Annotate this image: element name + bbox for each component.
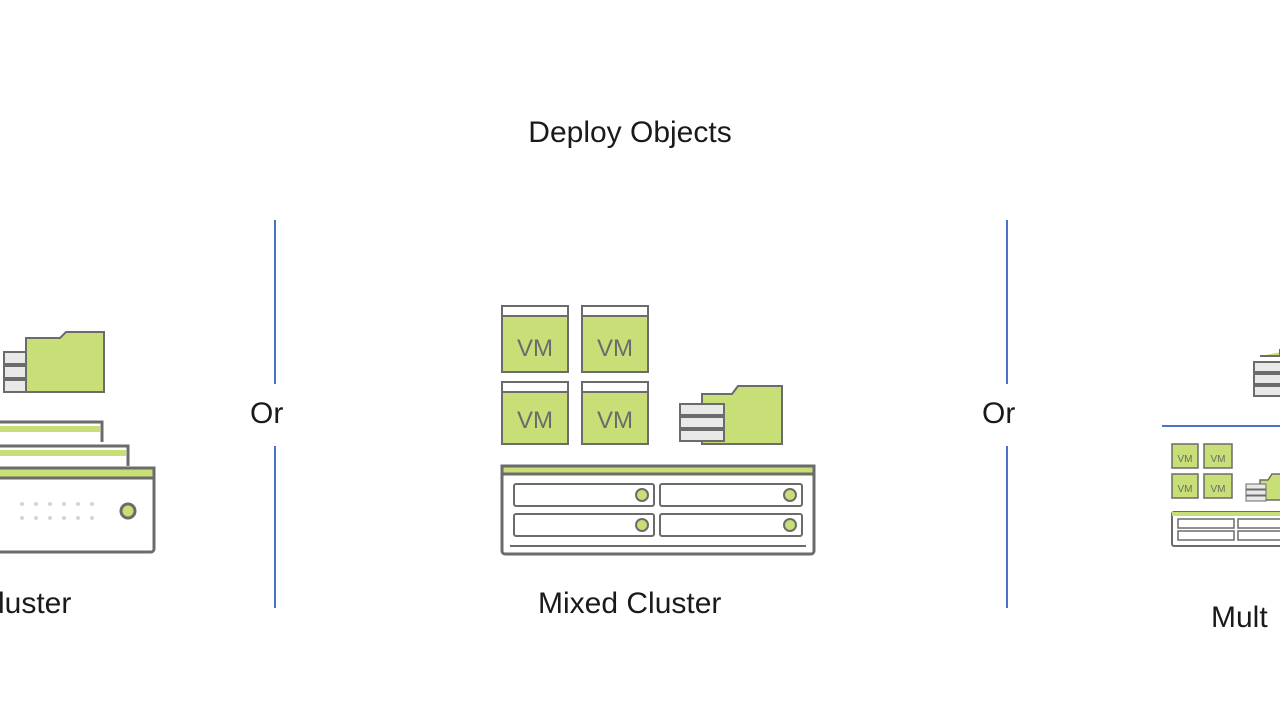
diagram-title: Deploy Objects [528,116,732,149]
or-separator-right: Or [982,397,1016,430]
divider-right-top [1006,220,1008,384]
vm-icon: VM [1203,473,1233,499]
vm-icon: VM [501,381,569,445]
vm-text: VM [1178,484,1193,495]
or-separator-left: Or [250,397,284,430]
divider-left-bottom [274,446,276,608]
vm-text: VM [517,407,553,434]
divider-left-top [274,220,276,384]
mixed-cluster-illustration: VM VM VM VM [500,305,816,556]
vm-text: VM [1178,454,1193,465]
right-cluster-label: Mult [1211,601,1268,634]
vm-icon: VM [501,305,569,373]
mixed-cluster-label: Mixed Cluster [538,587,722,620]
vm-icon: VM [1171,473,1199,499]
disk-stack-icon [1253,361,1280,397]
vm-icon: VM [581,305,649,373]
vm-text: VM [1211,484,1226,495]
vm-icon: VM [581,381,649,445]
vm-text: VM [597,407,633,434]
folder-icon [25,331,105,393]
left-cluster-illustration [0,331,156,554]
server-chassis-icon [1171,511,1280,547]
divider-right-bottom [1006,446,1008,608]
vm-text: VM [1211,454,1226,465]
left-cluster-label: luster [0,587,72,620]
vm-text: VM [597,335,633,362]
server-chassis-icon [500,464,816,556]
server-stack-icon [0,420,156,554]
right-cluster-illustration: VM VM VM VM [1162,349,1280,547]
vm-icon: VM [1203,443,1233,469]
vm-text: VM [517,335,553,362]
disk-stack-icon [1245,483,1267,502]
disk-stack-icon [679,403,725,442]
vm-icon: VM [1171,443,1199,469]
